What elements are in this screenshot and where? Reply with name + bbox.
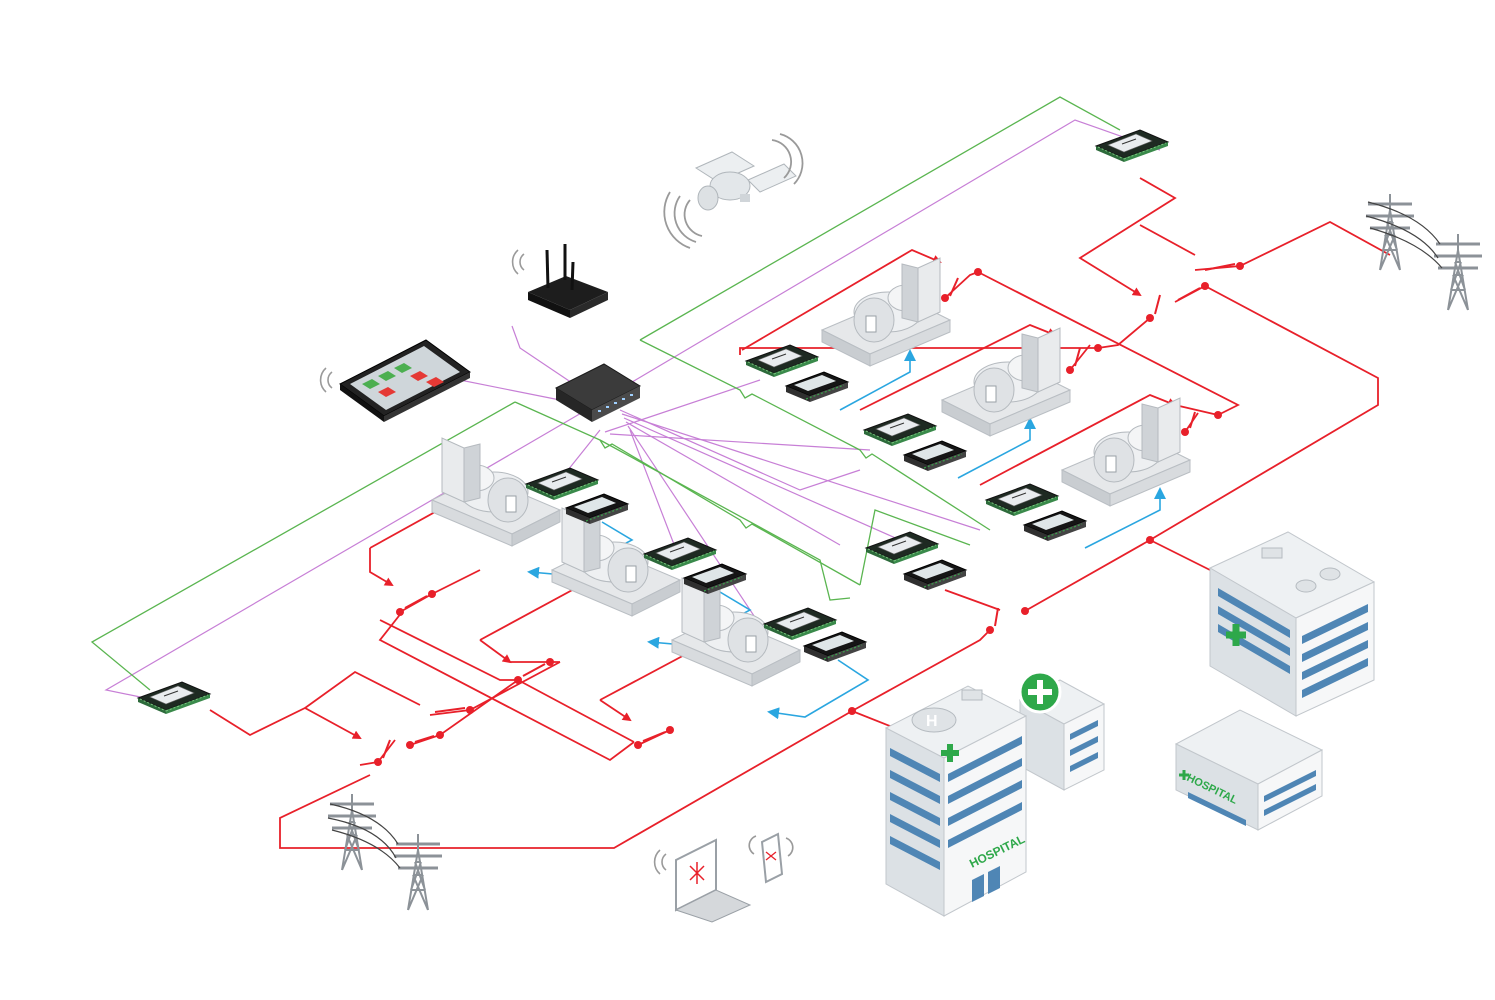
- breaker-dots: [374, 262, 1244, 766]
- hospital-building-icon: H HOSPITAL: [884, 685, 1028, 917]
- controller-icon: [1095, 129, 1169, 163]
- controller-display-icon: [903, 440, 967, 472]
- wifi-router-icon: [511, 244, 608, 318]
- power-tower-icon: [1364, 192, 1484, 312]
- generator-icon: [1061, 397, 1191, 507]
- controller-icon: [863, 413, 937, 447]
- breaker-switches: [382, 263, 1236, 759]
- controller-icon: [763, 607, 837, 641]
- can-bus-links: [90, 96, 1121, 691]
- controller-icon: [137, 681, 211, 715]
- touch-panel-icon: [319, 339, 471, 422]
- ethernet-switch-icon: [554, 363, 642, 422]
- generator-icon: [941, 327, 1071, 437]
- hospital-building-icon: [1208, 531, 1376, 717]
- controller-display-icon: [1023, 510, 1087, 542]
- controller-display-icon: [803, 631, 867, 663]
- generator-icon: [821, 257, 951, 367]
- hospital-building-icon: [1018, 670, 1106, 791]
- controller-display-icon: [903, 559, 967, 591]
- smartphone-icon: [748, 832, 794, 884]
- laptop-icon: [653, 838, 752, 923]
- power-tower-icon: [326, 792, 444, 912]
- svg-text:H: H: [926, 713, 938, 730]
- satellite-icon: [663, 133, 804, 249]
- controller-icon: [985, 483, 1059, 517]
- controller-icon: [865, 531, 939, 565]
- controller-icon: [525, 467, 599, 501]
- controller-display-icon: [785, 371, 849, 403]
- controller-icon: [745, 344, 819, 378]
- hospital-building-icon: HOSPITAL: [1174, 709, 1324, 831]
